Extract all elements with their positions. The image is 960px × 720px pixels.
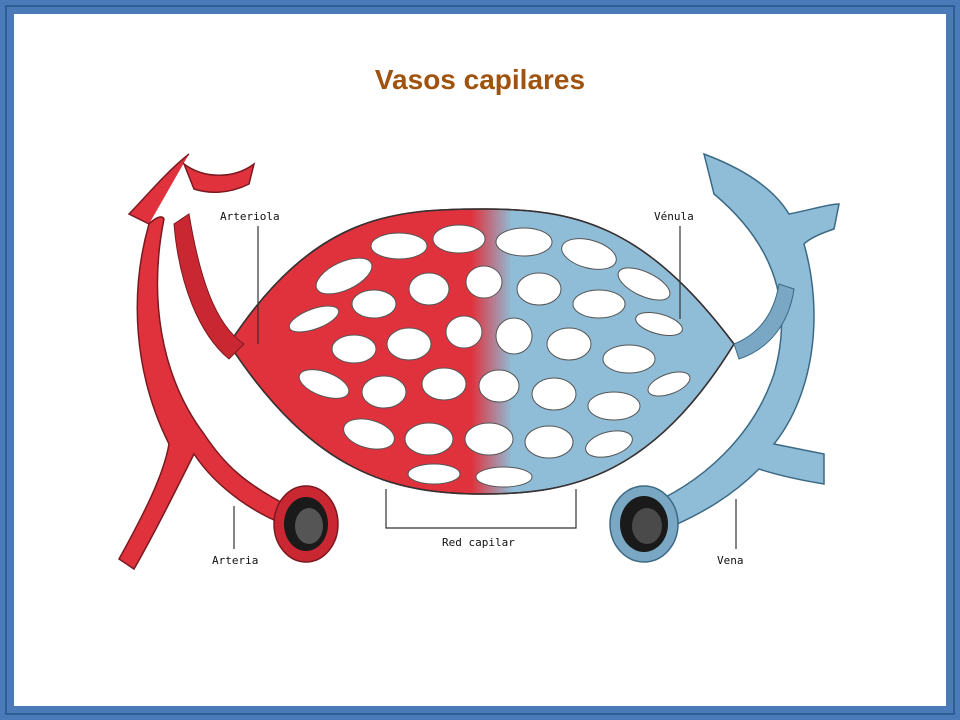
label-arteriola: Arteriola (220, 210, 280, 223)
label-arteria: Arteria (212, 554, 258, 567)
capillary-network (228, 208, 735, 495)
slide: Vasos capilares (14, 14, 946, 706)
vein-lumen (609, 485, 679, 563)
label-vena: Vena (717, 554, 744, 567)
slide-title: Vasos capilares (374, 64, 586, 95)
vein (637, 152, 840, 535)
label-red-capilar: Red capilar (442, 536, 515, 549)
callout-lines (233, 226, 737, 549)
capillary-diagram: Arteriola Vénula Arteria Vena Red capila… (118, 152, 840, 571)
artery-lumen (273, 485, 339, 563)
label-venula: Vénula (654, 210, 694, 223)
